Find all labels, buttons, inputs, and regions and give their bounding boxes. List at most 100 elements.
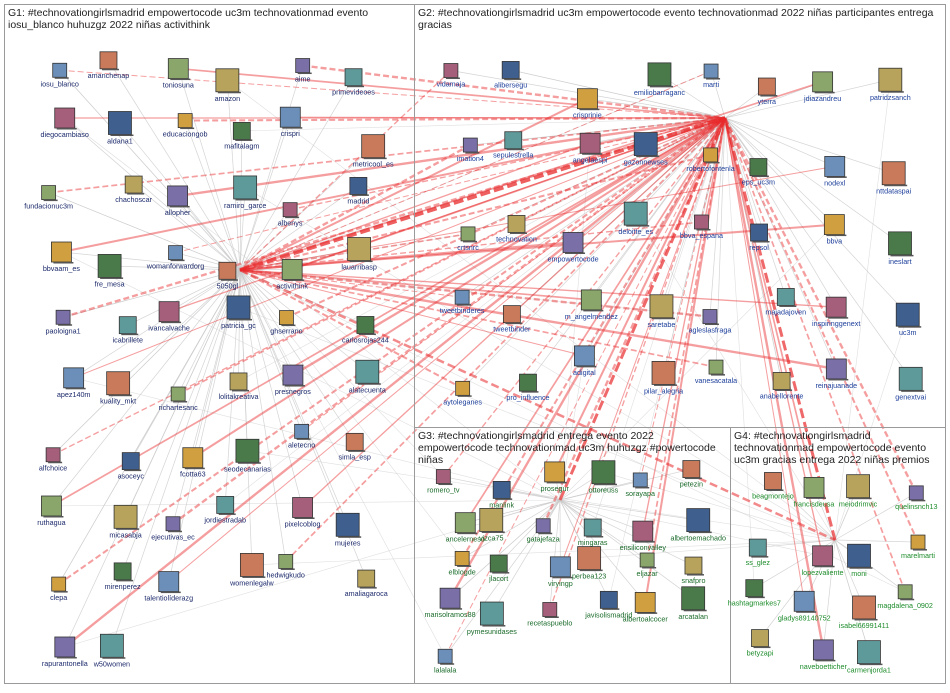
node-seodecanarias: seodecanarias [224, 439, 271, 473]
node-label: empowertocode [547, 254, 598, 263]
node-avatar [357, 316, 374, 333]
node-mujeres: mujeres [335, 513, 361, 547]
node-label: moni [851, 569, 867, 578]
node-talentiolíderazg: talentiolíderazg [144, 572, 193, 603]
node-womanforwardorg: womanforwardorg [146, 246, 205, 271]
node-amazon: amazon [215, 69, 241, 103]
node-beagmontejo: beagmontejo [752, 472, 794, 500]
node-naveboetticher: naveboetticher [800, 640, 848, 671]
node-label: fundacionuc3m [24, 202, 73, 211]
node-tweetbinderes: tweetbinderes [440, 290, 485, 315]
node-avatar [456, 381, 470, 395]
node-label: vanesacatala [695, 376, 737, 385]
node-label: madrid [347, 196, 369, 205]
node-avatar [52, 577, 66, 591]
node-label: magdalena_0902 [877, 601, 933, 610]
node-pixelcoblog: pixelcoblog [285, 497, 321, 528]
node-label: amanchenap [88, 71, 130, 80]
node-avatar [356, 360, 379, 383]
node-label: talentiolíderazg [144, 594, 193, 603]
node-repsol: repsol [749, 224, 769, 252]
node-label: seodecanarias [224, 464, 271, 473]
node-label: rapurantonella [42, 659, 88, 668]
node-ineslart: ineslart [888, 232, 913, 266]
node-label: inspiringgenext [812, 319, 860, 328]
node-avatar [283, 203, 297, 217]
node-label: francisdeusa [794, 499, 835, 508]
node-label: paoloigna1 [45, 326, 80, 335]
node-avatar [633, 473, 647, 487]
node-avatar [813, 72, 833, 92]
node-avatar [634, 133, 657, 156]
node-bbvaam_es: bbvaam_es [43, 242, 81, 273]
node-label: pixelcoblog [285, 519, 321, 528]
node-nttdataspai: nttdataspai [876, 162, 912, 196]
node-chachoscar: chachoscar [115, 176, 152, 204]
node-avatar [563, 232, 583, 252]
node-avatar [911, 535, 925, 549]
node-avatar [853, 596, 876, 619]
node-label: meiodrimvic [839, 500, 878, 509]
node-angelaespi: angelaespi [573, 133, 608, 164]
node-label: yterra [758, 97, 776, 106]
node-avatar [826, 297, 846, 317]
node-avatar [350, 177, 367, 194]
node-label: lopezvaliente [802, 568, 844, 577]
node-sepulestrella: sepulestrella [493, 132, 533, 160]
node-avatar [592, 461, 615, 484]
node-presnegros: presnegros [275, 365, 311, 396]
node-label: mingaras [578, 538, 608, 547]
node-perbea123: perbea123 [572, 547, 606, 581]
node-label: fre_mesa [95, 279, 125, 288]
node-avatar [640, 553, 654, 567]
node-micasabja: micasabja [109, 505, 141, 539]
node-amanchenap: amanchenap [88, 52, 130, 80]
node-marisolramos88: marisolramos88 [425, 588, 476, 619]
node-avatar [508, 215, 525, 232]
node-nodexl: nodexl [824, 156, 847, 187]
node-robertofontenla: robertofontenla [686, 148, 734, 173]
node-ss_glez: ss_glez [746, 539, 771, 567]
node-label: kuality_mkt [100, 397, 136, 406]
node-avatar [764, 472, 781, 489]
node-label: chachoscar [115, 195, 152, 204]
node-label: alfchoice [39, 464, 67, 473]
node-elblogde: elblogde [449, 551, 476, 576]
node-petezin: petezin [680, 461, 703, 489]
node-label: crtsnrc [457, 243, 479, 252]
node-avatar [283, 365, 303, 385]
node-patricia_gc: patricia_gc [221, 296, 256, 330]
node-label: carmenjorda1 [847, 666, 891, 675]
node-label: mafitalagm [224, 141, 259, 150]
node-bbva: bbva [824, 215, 846, 246]
node-avatar [296, 59, 310, 73]
node-avatar [455, 513, 475, 533]
node-mingaras: mingaras [578, 519, 608, 547]
node-label: ejecutivas_ec [151, 533, 195, 542]
node-avatar [652, 361, 675, 384]
node-rapurantonella: rapurantonella [42, 637, 88, 668]
node-hashtagmarkes7: hashtagmarkes7 [728, 580, 781, 608]
node-label: eljazar [637, 569, 659, 578]
node-reinajuanade: reinajuanade [816, 359, 858, 390]
node-avatar [236, 439, 259, 462]
node-avatar [455, 551, 469, 565]
node-label: elblogde [449, 567, 476, 576]
node-vidamaja: vidamaja [437, 64, 466, 89]
node-avatar [578, 547, 601, 570]
node-avatar [794, 591, 814, 611]
node-label: ivancalvache [148, 324, 190, 333]
node-label: amazon [215, 94, 241, 103]
node-avatar [98, 254, 121, 277]
node-label: crisprinie [573, 111, 602, 120]
node-avatar [503, 306, 520, 323]
node-ghserrano: ghserrano [270, 311, 302, 336]
node-label: quelinsnch13 [895, 502, 937, 511]
node-avatar [346, 433, 363, 450]
node-avatar [159, 302, 179, 322]
node-avatar [159, 572, 179, 592]
node-label: carlosrojas244 [342, 335, 389, 344]
node-label: ruthagua [37, 518, 65, 527]
node-label: educaciongob [163, 130, 208, 139]
node-avatar [440, 588, 460, 608]
